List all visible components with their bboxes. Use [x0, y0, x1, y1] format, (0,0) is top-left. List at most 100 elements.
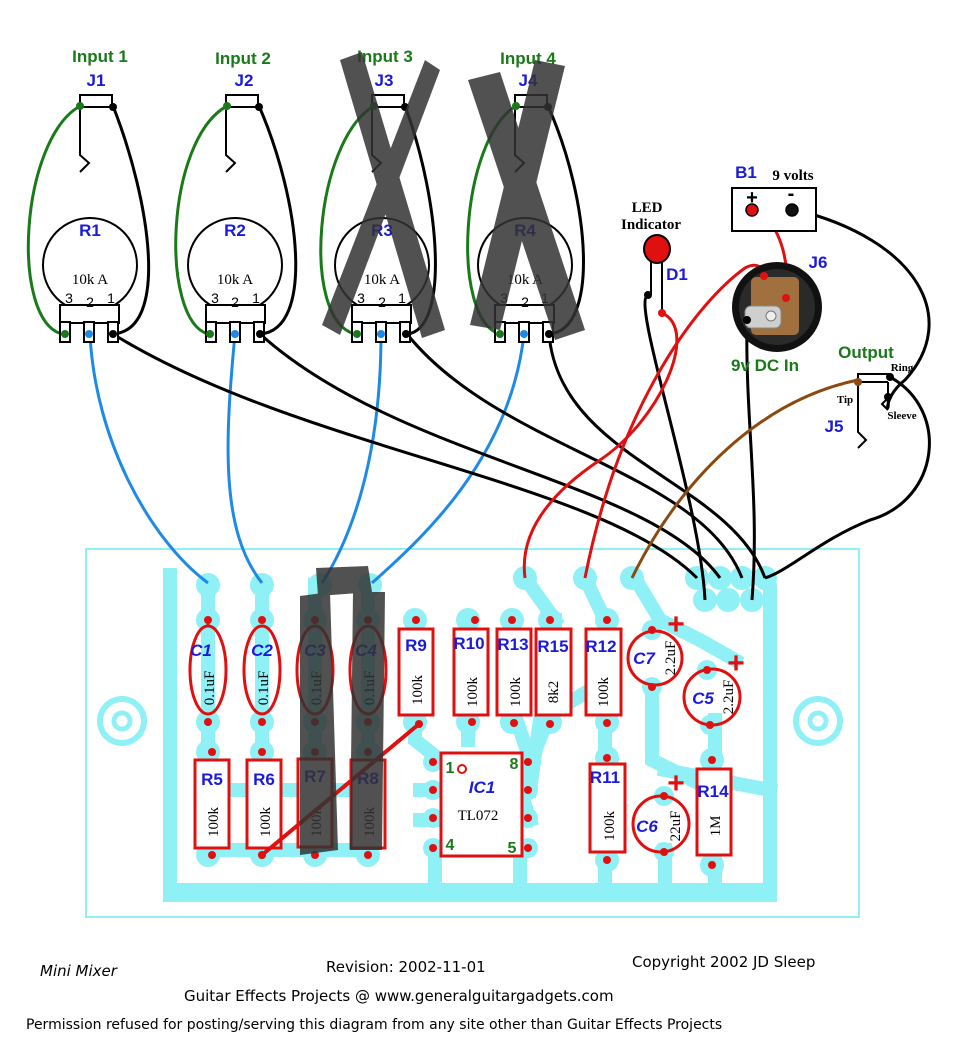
capacitor-c5: C5 2.2uF +	[682, 647, 745, 729]
output-tip-label: Tip	[837, 394, 853, 406]
wire-j2-pot1	[257, 105, 298, 336]
input-jack-icon	[225, 94, 259, 173]
battery-ref: B1	[735, 163, 757, 182]
crossout-input-4	[468, 60, 585, 340]
pot-ref: R1	[79, 221, 101, 240]
resistor-value: 1M	[708, 816, 724, 837]
wire-r1-wiper	[88, 333, 209, 585]
board-outline	[85, 548, 860, 918]
resistor-r10: R10 100k	[452, 616, 490, 726]
footer-copyright: Copyright 2002 JD Sleep	[632, 953, 816, 971]
resistor-r14: R14 1M	[695, 756, 733, 869]
resistor-value: 100k	[258, 807, 274, 838]
wire-j1-r1	[26, 104, 81, 336]
capacitor-value: 2.2uF	[721, 680, 737, 715]
capacitor-value: 22uF	[668, 811, 684, 842]
jumper-wire	[260, 722, 421, 857]
ic-pin-label: 1	[446, 760, 455, 777]
ic-part: TL072	[458, 808, 499, 824]
wire-dc-jack-ground	[745, 319, 756, 601]
wire-output-tip	[630, 378, 859, 579]
footer-title: Mini Mixer	[40, 962, 117, 980]
led-icon	[643, 234, 671, 264]
pot-pin-label: 2	[521, 294, 529, 310]
wire-r2-ground	[258, 332, 722, 579]
wire-battery-minus	[792, 207, 931, 410]
resistor-ref: R14	[697, 782, 729, 801]
ic-pin-label: 8	[510, 756, 519, 773]
pot-pin-label: 3	[211, 290, 219, 306]
pot-pin-label: 1	[107, 290, 115, 306]
mounting-hole-right	[793, 696, 843, 746]
input-jack-icon	[79, 94, 113, 173]
wire-r3-wiper	[320, 333, 383, 584]
polarity-plus: +	[727, 647, 745, 680]
led-ref: D1	[666, 265, 688, 284]
ic-pin-label: 4	[446, 837, 455, 854]
pot-ref: R2	[224, 221, 246, 240]
capacitor-c6: C6 22uF +	[631, 767, 691, 856]
resistor-ref: R6	[253, 770, 275, 789]
resistor-ref: R12	[585, 637, 616, 656]
led-indicator: LED Indicator D1	[621, 200, 688, 317]
resistor-ref: R9	[405, 636, 427, 655]
potentiometer: R2 10k A 3 2 1	[187, 217, 283, 343]
wire-led-cathode	[643, 293, 707, 601]
pin1-marker	[457, 764, 467, 774]
resistor-value: 100k	[410, 675, 426, 706]
output-jack-ref: J5	[825, 417, 844, 436]
resistor-value: 100k	[508, 677, 524, 708]
capacitor-ref: C6	[636, 817, 658, 836]
jack-ref: J3	[375, 71, 394, 90]
input-label: Input 2	[215, 49, 271, 68]
input-label: Input 3	[357, 47, 413, 66]
polarity-plus: +	[667, 608, 685, 641]
pot-value: 10k A	[217, 272, 253, 288]
resistor-value: 100k	[206, 807, 222, 838]
capacitor-ref: C5	[692, 689, 714, 708]
capacitor-ref: C1	[190, 641, 212, 660]
capacitor-value: 0.1uF	[202, 671, 218, 706]
wire-j2-r2	[174, 104, 228, 336]
resistor-value: 100k	[465, 677, 481, 708]
pot-value: 10k A	[72, 272, 108, 288]
resistor-value: 100k	[602, 811, 618, 842]
led-title-line2: Indicator	[621, 217, 681, 233]
resistor-ref: R5	[201, 770, 223, 789]
battery-icon	[731, 187, 817, 232]
pot-pin-label: 2	[86, 294, 94, 310]
ic-ref: IC1	[469, 778, 495, 797]
battery-label: 9 volts	[772, 168, 813, 184]
output-sleeve-label: Sleeve	[887, 410, 916, 422]
resistor-ref: R15	[537, 637, 568, 656]
wire-r1-ground	[112, 332, 699, 580]
wire-r3-ground	[405, 333, 744, 579]
pot-pin-label: 1	[252, 290, 260, 306]
input-2-group: Input 2 J2 R2 10k A 3 2 1	[187, 49, 283, 343]
dc-jack-label: 9v DC In	[731, 356, 799, 375]
output-jack-icon	[857, 373, 890, 449]
wire-r4-ground	[547, 333, 767, 579]
resistor-ref: R11	[590, 768, 620, 787]
capacitor-ref: C7	[633, 649, 656, 668]
mounting-hole-left	[97, 696, 147, 746]
resistor-value: 8k2	[546, 681, 562, 704]
crossout-c3-c4-r7-r8	[300, 566, 385, 855]
output-ring-label: Ring	[891, 362, 914, 374]
resistor-r5: R5 100k	[193, 748, 231, 859]
footer-permission: Permission refused for posting/serving t…	[26, 1017, 723, 1033]
polarity-plus: +	[667, 767, 685, 800]
pcb-board	[85, 548, 860, 918]
capacitor-c7: C7 2.2uF +	[626, 608, 685, 691]
pot-pin-label: 3	[65, 290, 73, 306]
jack-ref: J2	[235, 71, 254, 90]
resistor-r15: R15 8k2	[534, 616, 573, 728]
crossout-input-3	[322, 52, 445, 338]
wire-r2-wiper	[226, 333, 264, 584]
wires	[26, 104, 931, 601]
footer-revision: Revision: 2002-11-01	[326, 958, 486, 976]
battery-minus-label: -	[788, 183, 795, 205]
ic-pin-label: 5	[508, 840, 517, 857]
